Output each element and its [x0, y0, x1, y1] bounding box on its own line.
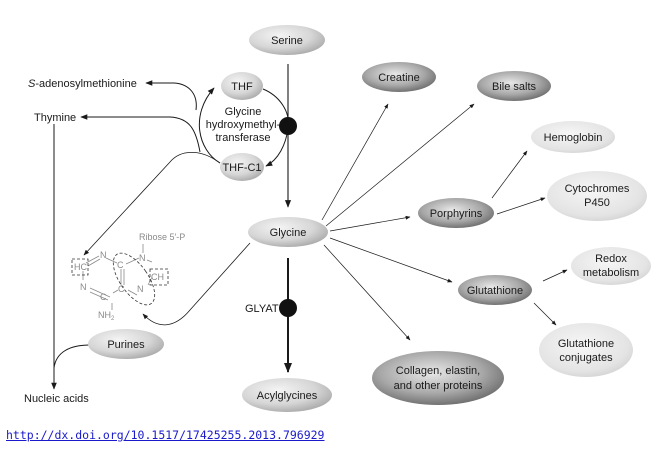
node-thymine-label: Thymine	[34, 112, 76, 124]
node-thf-c1-label: THF-C1	[222, 162, 261, 174]
node-acylglycines: Acylglycines	[242, 378, 332, 412]
node-bile-salts-label: Bile salts	[492, 81, 537, 93]
purine-structure: Ribose 5′-P HC N C N CH N C N C NH2	[71, 232, 185, 322]
purine-ribose-label: Ribose 5′-P	[139, 232, 185, 242]
arrow-glycine-to-collagen	[323, 244, 411, 341]
node-acylglycines-label: Acylglycines	[257, 390, 318, 402]
purine-n3: N	[137, 284, 144, 294]
node-glutathione: Glutathione	[458, 275, 532, 305]
node-collagen-line2: and other proteins	[394, 380, 483, 392]
purine-ch: CH	[151, 272, 164, 282]
node-hemoglobin: Hemoglobin	[531, 121, 615, 153]
node-cytochromes-line1: Cytochromes	[565, 183, 630, 195]
arrow-glycine-to-bile-salts	[325, 103, 475, 227]
enzyme-label-line1: Glycine	[225, 106, 262, 118]
node-porphyrins-label: Porphyrins	[430, 208, 483, 220]
arrow-purines-to-nucleic-acids	[51, 344, 91, 390]
node-glutathione-conjugates: Glutathione conjugates	[539, 323, 633, 377]
node-purines-label: Purines	[107, 339, 145, 351]
arrow-porphyrins-to-hemoglobin	[491, 150, 528, 199]
arrow-glutathione-to-conjugates	[533, 302, 557, 326]
purine-c2: C	[118, 284, 125, 294]
node-porphyrins: Porphyrins	[418, 198, 494, 228]
purine-nh2: NH2	[98, 310, 115, 322]
arrow-glycine-to-glutathione	[329, 237, 453, 283]
node-cytochromes: Cytochromes P450	[547, 171, 647, 221]
purine-highlights	[71, 252, 169, 306]
node-collagen-line1: Collagen, elastin,	[396, 365, 480, 377]
arrow-porphyrins-to-cytochromes	[496, 197, 546, 215]
node-gconj-line1: Glutathione	[558, 338, 614, 350]
node-purines: Purines	[88, 329, 164, 359]
arrow-thfc1-to-purine	[83, 151, 221, 256]
arrow-glycine-to-purine	[142, 242, 251, 326]
sam-prefix: S	[28, 78, 36, 90]
enzyme-label-line2: hydroxymethyl-	[206, 119, 281, 131]
node-serine: Serine	[249, 25, 325, 55]
node-thf: THF	[221, 72, 263, 100]
purine-n2: N	[139, 253, 146, 263]
connectors	[51, 64, 568, 390]
purine-bonds	[82, 244, 153, 310]
node-glycine-label: Glycine	[270, 227, 307, 239]
doi-link[interactable]: http://dx.doi.org/10.1517/17425255.2013.…	[6, 428, 325, 442]
node-glycine: Glycine	[248, 217, 328, 247]
node-glutathione-label: Glutathione	[467, 285, 523, 297]
arrow-glycine-to-porphyrins	[329, 215, 411, 232]
node-collagen: Collagen, elastin, and other proteins	[372, 351, 504, 405]
node-creatine-label: Creatine	[378, 72, 420, 84]
node-hemoglobin-label: Hemoglobin	[544, 132, 603, 144]
arrow-glycine-to-creatine	[321, 103, 389, 221]
purine-n4: N	[80, 282, 87, 292]
arrow-to-thymine	[80, 114, 201, 153]
node-sam-label: S-adenosylmethionine	[28, 78, 137, 90]
node-redox-line2: metabolism	[583, 267, 639, 279]
node-cytochromes-line2: P450	[584, 197, 610, 209]
enzyme-node-dot	[279, 117, 297, 135]
node-thf-c1: THF-C1	[220, 153, 264, 181]
arrow-to-sam	[145, 80, 197, 111]
node-serine-label: Serine	[271, 35, 303, 47]
enzyme-label: Glycine hydroxymethyl- transferase	[206, 106, 281, 144]
sam-rest: -adenosylmethionine	[35, 78, 137, 90]
enzyme-glyat-label: GLYAT	[245, 303, 279, 315]
node-thf-label: THF	[231, 81, 253, 93]
node-redox: Redox metabolism	[571, 247, 651, 285]
purine-nh-sub: 2	[111, 316, 115, 322]
purine-c1: C	[117, 260, 124, 270]
glyat-node-dot	[279, 299, 297, 317]
node-redox-line1: Redox	[595, 253, 627, 265]
node-creatine: Creatine	[362, 62, 436, 92]
node-bile-salts: Bile salts	[477, 71, 551, 101]
purine-hc: HC	[74, 262, 87, 272]
purine-nh: NH	[98, 310, 111, 320]
enzyme-label-line3: transferase	[215, 132, 270, 144]
node-nucleic-acids-label: Nucleic acids	[24, 393, 89, 405]
purine-c3: C	[100, 292, 107, 302]
arrow-glutathione-to-redox	[542, 269, 568, 282]
node-gconj-line2: conjugates	[559, 352, 613, 364]
purine-n1: N	[100, 250, 107, 260]
